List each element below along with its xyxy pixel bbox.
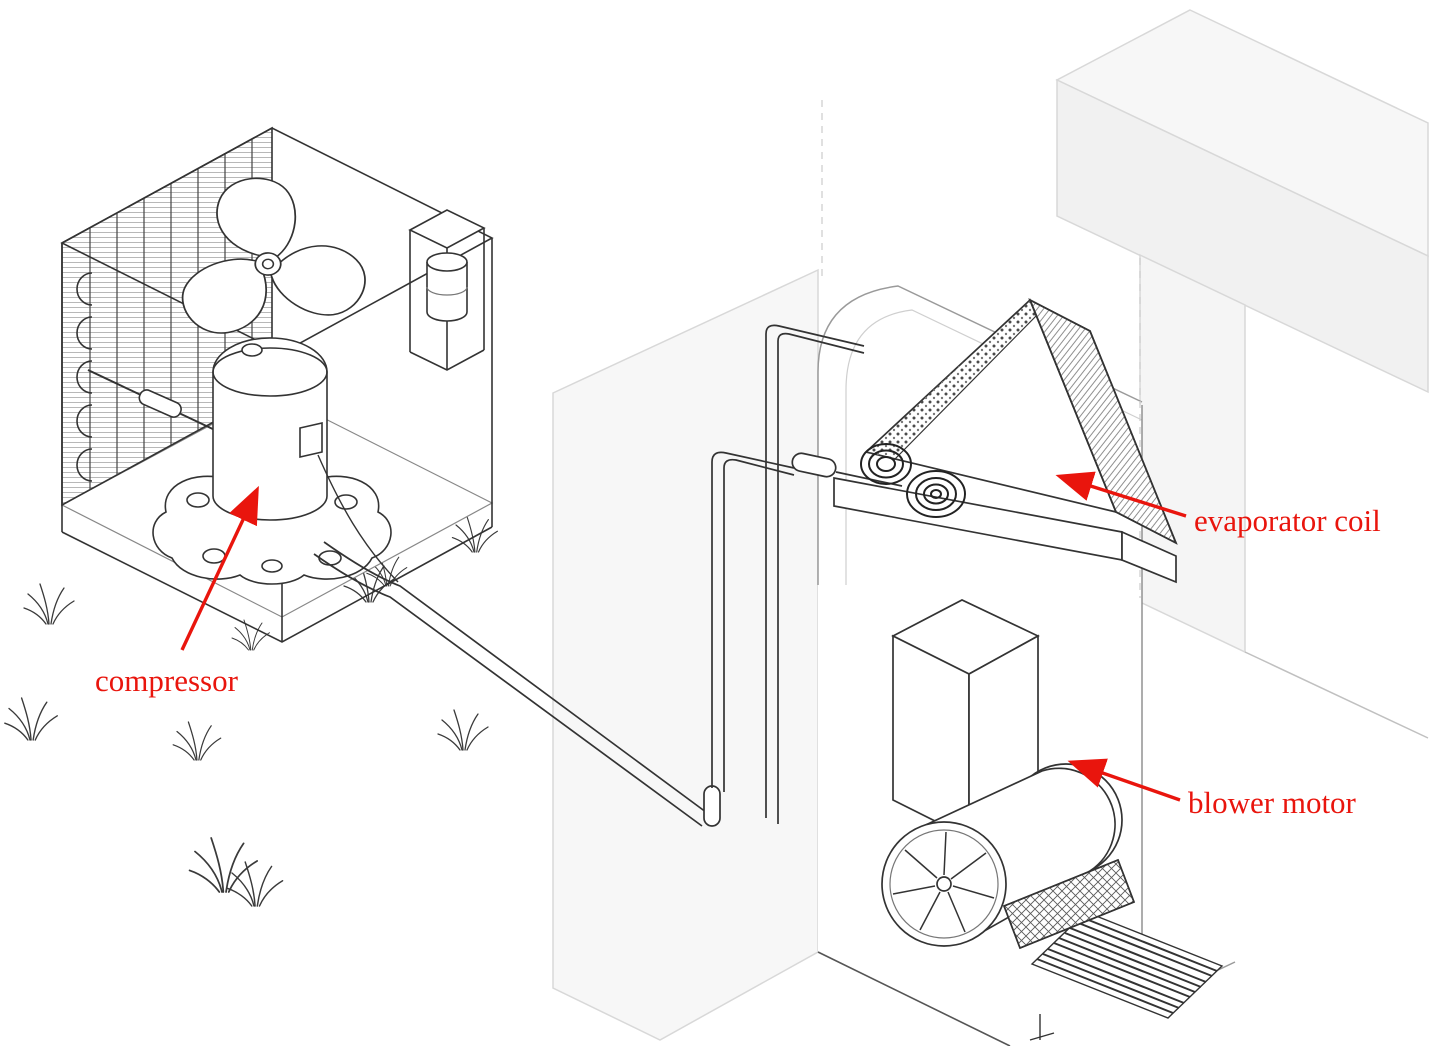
blower-motor-fan [881,763,1123,947]
indoor-air-handler [833,298,1224,1041]
closet-arch [817,285,1143,585]
air-filter [1002,858,1136,950]
blower-motor-label: blower motor [1188,785,1356,820]
compressor-cylinder [212,337,399,583]
condenser-fan [169,177,382,345]
compressor-arrow [180,485,259,651]
refrigerant-spirals [860,443,966,518]
capacitor [408,209,486,371]
blower-motor-arrow [1067,758,1181,802]
evaporator-a-coil [833,298,1178,584]
outdoor-condenser-unit [60,126,494,643]
compressor-label: compressor [95,663,238,698]
callout-arrows [180,471,1187,802]
evaporator-coil-arrow [1055,471,1187,518]
floor-grille [1030,911,1224,1019]
evaporator-coil-label: evaporator coil [1194,503,1381,538]
refrigerant-lines [313,324,903,827]
